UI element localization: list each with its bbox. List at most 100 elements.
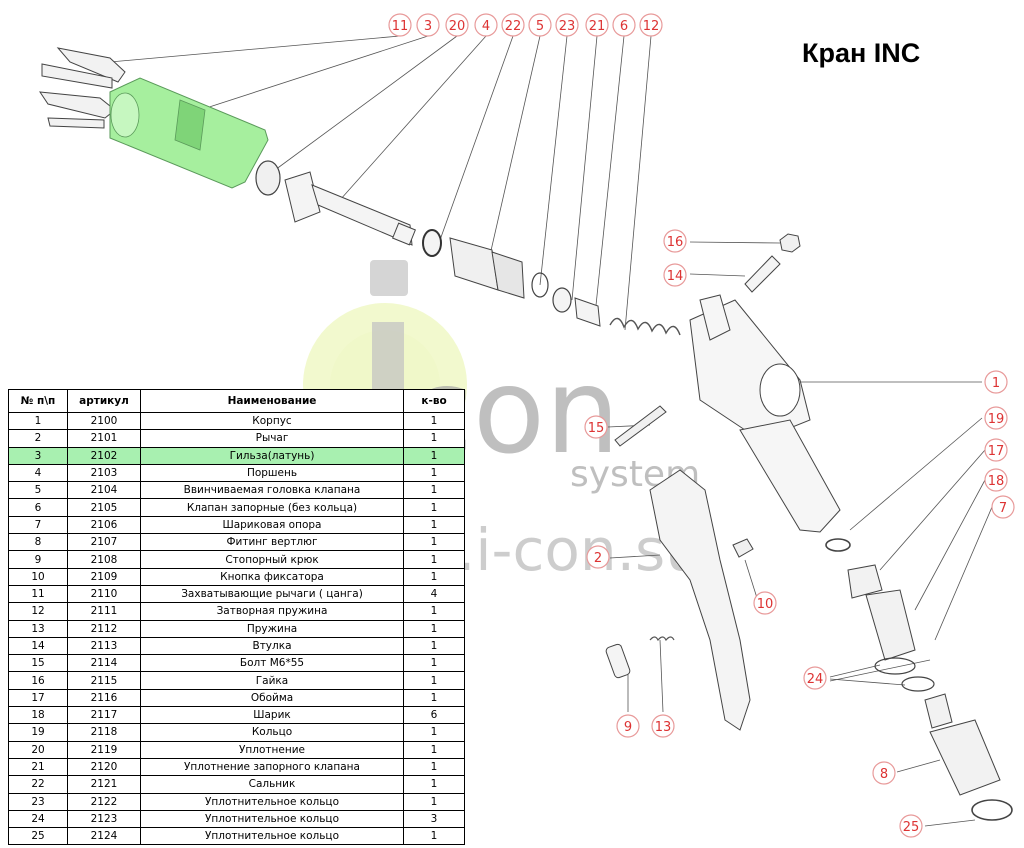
callout-ring <box>663 229 687 253</box>
cell-qty: 1 <box>403 550 465 569</box>
cell-name: Гайка <box>140 671 404 690</box>
callout-ring <box>984 406 1008 430</box>
cell-qty: 1 <box>403 740 465 759</box>
cell-num: 24 <box>8 809 68 829</box>
cell-qty: 4 <box>403 584 465 604</box>
cell-num: 23 <box>8 792 68 811</box>
callout-ring <box>991 495 1015 519</box>
callout-number: 21 <box>589 19 606 34</box>
cell-num: 11 <box>8 584 68 604</box>
header-name: Наименование <box>140 389 404 413</box>
ring <box>825 538 851 552</box>
cell-article: 2100 <box>67 411 141 431</box>
callout-ring <box>445 13 469 37</box>
o-ring-24a <box>874 657 916 675</box>
callout-number: 2 <box>594 551 602 566</box>
cell-name: Шарик <box>140 706 404 725</box>
callout-ring <box>651 714 675 738</box>
cell-article: 2110 <box>67 584 141 604</box>
cell-qty: 3 <box>403 809 465 829</box>
cell-name: Стопорный крюк <box>140 550 404 569</box>
callout-number: 9 <box>624 720 632 735</box>
cell-qty: 1 <box>403 567 465 586</box>
cell-num: 1 <box>8 411 68 431</box>
callout-number: 15 <box>588 421 605 436</box>
valve-seal <box>552 287 572 313</box>
cell-qty: 1 <box>403 775 465 794</box>
stop-hook <box>605 643 631 679</box>
callout-number: 12 <box>643 19 660 34</box>
o-ring-25 <box>971 799 1013 821</box>
cell-num: 22 <box>8 775 68 794</box>
cell-name: Сальник <box>140 775 404 794</box>
callout-number: 17 <box>988 444 1005 459</box>
cell-article: 2113 <box>67 636 141 656</box>
callout-number: 1 <box>992 376 1000 391</box>
cell-article: 2117 <box>67 706 141 725</box>
callout-number: 23 <box>559 19 576 34</box>
cell-name: Болт М6*55 <box>140 654 404 673</box>
cell-num: 6 <box>8 498 68 517</box>
cell-article: 2122 <box>67 792 141 811</box>
cell-qty: 1 <box>403 636 465 656</box>
cell-num: 19 <box>8 723 68 742</box>
cell-qty: 1 <box>403 481 465 500</box>
small-spring <box>649 636 675 642</box>
cell-num: 12 <box>8 602 68 621</box>
callout-ring <box>616 714 640 738</box>
o-ring-24b <box>901 676 935 692</box>
callout-number: 6 <box>620 19 628 34</box>
cell-article: 2119 <box>67 740 141 759</box>
callout-ring <box>388 13 412 37</box>
cell-qty: 1 <box>403 498 465 517</box>
cell-num: 9 <box>8 550 68 569</box>
cell-name: Уплотнение запорного клапана <box>140 757 404 777</box>
cell-num: 7 <box>8 515 68 535</box>
cell-qty: 1 <box>403 533 465 552</box>
callout-number: 16 <box>667 235 684 250</box>
cell-num: 21 <box>8 757 68 777</box>
piston <box>284 171 416 246</box>
cell-qty: 1 <box>403 757 465 777</box>
cell-num: 10 <box>8 567 68 586</box>
callout-number: 13 <box>655 720 672 735</box>
callout-number: 24 <box>807 672 824 687</box>
cell-article: 2124 <box>67 827 141 846</box>
cell-num: 8 <box>8 533 68 552</box>
cell-article: 2114 <box>67 654 141 673</box>
callout-ring <box>984 468 1008 492</box>
cell-num: 17 <box>8 688 68 708</box>
cell-name: Корпус <box>140 411 404 431</box>
callout-number: 19 <box>988 412 1005 427</box>
cell-num: 5 <box>8 481 68 500</box>
header-article: артикул <box>67 389 141 413</box>
cell-qty: 1 <box>403 654 465 673</box>
cell-qty: 1 <box>403 792 465 811</box>
spring <box>609 317 681 336</box>
callout-ring <box>899 814 923 838</box>
callout-ring <box>584 415 608 439</box>
callout-number: 4 <box>482 19 490 34</box>
lever <box>649 469 751 731</box>
bolt <box>614 405 667 447</box>
cell-name: Захватывающие рычаги ( цанга) <box>140 584 404 604</box>
o-ring <box>531 272 549 298</box>
callout-number: 14 <box>667 269 684 284</box>
callout-ring <box>501 13 525 37</box>
cell-name: Рычаг <box>140 429 404 448</box>
cell-qty: 1 <box>403 446 465 465</box>
sleeve-green <box>109 77 269 189</box>
